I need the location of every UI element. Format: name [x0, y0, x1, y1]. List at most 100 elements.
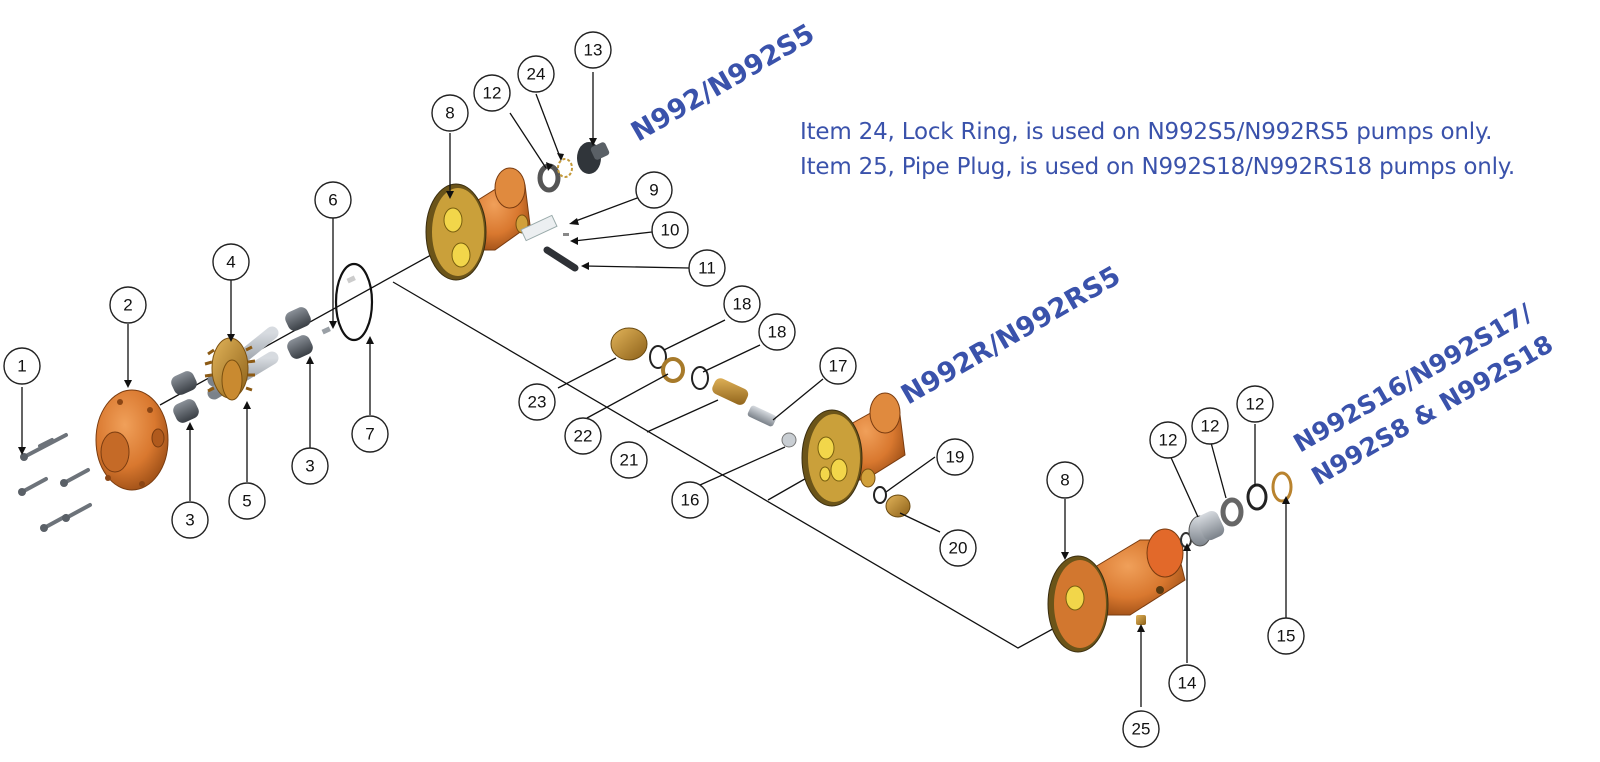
model-label-n992r: N992R/N992RS5: [896, 260, 1126, 411]
leader-lines: [21, 72, 1287, 707]
svg-text:21: 21: [620, 451, 639, 470]
plug-20-part: [885, 494, 911, 518]
svg-text:5: 5: [242, 492, 251, 511]
callout-8b: 8: [1046, 461, 1084, 499]
pump-body-bottom-part: [1047, 528, 1186, 653]
o-ring-18b-part: [691, 366, 709, 390]
svg-text:8: 8: [1060, 471, 1069, 490]
drive-screw-part: [563, 233, 569, 236]
svg-text:15: 15: [1277, 627, 1296, 646]
svg-text:10: 10: [661, 221, 680, 240]
callout-24: 24: [517, 55, 555, 93]
callout-1: 1: [3, 347, 41, 385]
retaining-ring-part: [1271, 471, 1293, 503]
callout-11: 11: [688, 249, 726, 287]
svg-text:23: 23: [528, 393, 547, 412]
callout-9: 9: [635, 171, 673, 209]
callout-8a: 8: [431, 94, 469, 132]
pump-body-r-part: [801, 392, 906, 507]
svg-text:3: 3: [305, 457, 314, 476]
callout-10: 10: [651, 211, 689, 249]
svg-text:3: 3: [185, 511, 194, 530]
callout-2: 2: [109, 286, 147, 324]
callout-12d: 12: [1236, 385, 1274, 423]
svg-text:7: 7: [365, 425, 374, 444]
callout-12c: 12: [1191, 407, 1229, 445]
svg-text:6: 6: [328, 191, 337, 210]
callout-12a: 12: [473, 74, 511, 112]
adjusting-screw-part: [712, 378, 749, 405]
callout-12b: 12: [1149, 421, 1187, 459]
lock-ring-part: [557, 158, 573, 178]
pump-body-top-part: [425, 167, 531, 281]
svg-text:11: 11: [698, 259, 716, 278]
callout-15: 15: [1267, 617, 1305, 655]
callout-18a: 18: [723, 285, 761, 323]
seal-assembly-part: [1188, 510, 1225, 547]
callout-6: 6: [314, 181, 352, 219]
svg-text:22: 22: [574, 427, 593, 446]
svg-text:16: 16: [681, 491, 700, 510]
bushings-part: [171, 307, 313, 423]
svg-text:25: 25: [1132, 720, 1151, 739]
svg-text:18: 18: [768, 323, 787, 342]
pipe-plug-part: [1136, 615, 1146, 625]
callout-23: 23: [518, 383, 556, 421]
svg-text:2: 2: [123, 296, 132, 315]
o-ring-detail: [346, 275, 356, 284]
center-line-rear: [392, 281, 1061, 649]
callout-13: 13: [574, 31, 612, 69]
o-ring-part: [334, 262, 374, 342]
screw-part: [543, 246, 579, 272]
o-ring-19-part: [873, 486, 887, 504]
capscrews-part: [20, 433, 92, 530]
svg-text:12: 12: [1159, 431, 1178, 450]
svg-text:17: 17: [829, 357, 848, 376]
svg-text:12: 12: [483, 84, 502, 103]
svg-text:18: 18: [733, 295, 752, 314]
model-label-n992: N992/N992S5: [626, 18, 820, 148]
callout-22: 22: [564, 417, 602, 455]
svg-text:20: 20: [949, 539, 968, 558]
seal-ring-part: [1246, 483, 1268, 511]
o-ring-18a-part: [649, 345, 667, 369]
svg-text:1: 1: [17, 357, 26, 376]
gasket-part: [661, 357, 685, 383]
callout-25: 25: [1122, 710, 1160, 748]
gear-set-part: [204, 326, 279, 401]
svg-text:24: 24: [527, 65, 546, 84]
svg-text:13: 13: [584, 41, 603, 60]
note-pipe-plug: Item 25, Pipe Plug, is used on N992S18/N…: [800, 154, 1516, 180]
svg-text:12: 12: [1201, 417, 1220, 436]
callout-20: 20: [939, 529, 977, 567]
pin-part: [321, 326, 331, 335]
leader-arrowheads: [18, 138, 1290, 632]
callout-4: 4: [212, 243, 250, 281]
callout-3b: 3: [291, 447, 329, 485]
callout-7: 7: [351, 415, 389, 453]
callout-18b: 18: [758, 313, 796, 351]
callout-17: 17: [819, 347, 857, 385]
svg-text:14: 14: [1178, 674, 1197, 693]
callout-14: 14: [1168, 664, 1206, 702]
spring-part: [747, 405, 777, 427]
nameplate-part: [520, 214, 558, 242]
callout-3a: 3: [171, 501, 209, 539]
callout-5: 5: [228, 482, 266, 520]
valve-cap-part: [610, 327, 648, 361]
svg-text:9: 9: [649, 181, 658, 200]
center-line-r-branch: [767, 475, 811, 501]
shaft-seal-part: [577, 142, 610, 174]
ball-part: [781, 432, 797, 448]
callout-19: 19: [936, 438, 974, 476]
seal-washer-part: [1220, 497, 1244, 527]
svg-text:8: 8: [445, 104, 454, 123]
callout-16: 16: [671, 481, 709, 519]
svg-text:19: 19: [946, 448, 965, 467]
svg-text:4: 4: [226, 253, 235, 272]
svg-text:12: 12: [1246, 395, 1265, 414]
callout-21: 21: [610, 441, 648, 479]
pump-head-part: [95, 389, 169, 491]
note-lock-ring: Item 24, Lock Ring, is used on N992S5/N9…: [800, 119, 1493, 145]
